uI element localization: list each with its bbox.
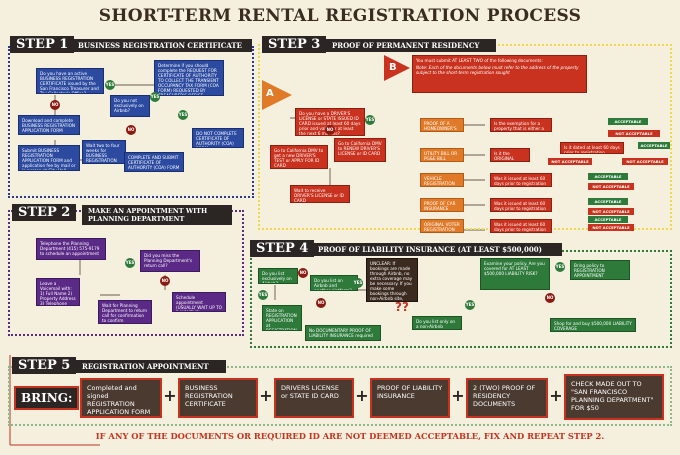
step1-label: STEP 1 bbox=[10, 36, 75, 53]
step4-no-circle-1: NO bbox=[298, 268, 308, 278]
step3-no-circle: NO bbox=[325, 125, 335, 135]
step3-note: Note: Each of the documents below must r… bbox=[416, 65, 579, 75]
step4-yes-circle-4: YES bbox=[555, 262, 565, 272]
bring-label: BRING: bbox=[14, 386, 80, 410]
step3-wait-license-box: Wait to receive DRIVER'S LICENSE or ID C… bbox=[290, 185, 350, 203]
step1-determine-box: Determine if you should complete the REQ… bbox=[154, 60, 224, 96]
bring-item-4: PROOF OF LIABILITY INSURANCE bbox=[370, 378, 450, 418]
not-acceptable-4: NOT ACCEPTABLE bbox=[588, 208, 634, 215]
step4-examine-box: Examine your policy. Are you covered for… bbox=[480, 258, 550, 290]
step4-no-circle-3: NO bbox=[545, 293, 555, 303]
acceptable-3: ACCEPTABLE bbox=[588, 173, 628, 180]
step3-a-label: A bbox=[266, 88, 274, 99]
bring-item-2: BUSINESS REGISTRATION CERTIFICATE bbox=[178, 378, 258, 418]
step4-no-circle-2: NO bbox=[316, 298, 326, 308]
step2-voicemail-box: Leave a Voicemail with: 1) Full Name 2) … bbox=[36, 278, 80, 306]
step4-label: STEP 4 bbox=[250, 240, 315, 257]
doc-box-4: PROOF OF CAR INSURANCE bbox=[420, 198, 464, 212]
step3-license-question: Do you have a DRIVER'S LICENSE or STATE … bbox=[295, 108, 365, 136]
step2-heading: MAKE AN APPOINTMENT WITH PLANNING DEPART… bbox=[82, 205, 232, 225]
step4-heading: PROOF OF LIABILITY INSURANCE (AT LEAST $… bbox=[312, 243, 562, 256]
step2-missed-box: Did you miss the Planning Department's r… bbox=[140, 250, 200, 272]
not-acceptable-1: NOT ACCEPTABLE bbox=[608, 130, 660, 137]
step4-q-non-airbnb-box: Do you list only on a non-Airbnb platfor… bbox=[412, 316, 462, 330]
step4-bring-policy-box: Bring policy to REGISTRATION APPOINTMENT bbox=[570, 260, 630, 280]
step3-heading: PROOF OF PERMANENT RESIDENCY bbox=[326, 39, 496, 52]
check-box-1: Is the exemption for a property that is … bbox=[490, 118, 552, 132]
step1-q-not-active-box: Do you not exclusively on Airbnb? bbox=[110, 95, 150, 117]
step1-submit-box: Submit BUSINESS REGISTRATION APPLICATION… bbox=[18, 145, 80, 171]
check-box-2b: Is it dated at least 60 days prior to re… bbox=[560, 142, 624, 154]
doc-box-2: UTILITY BILL OR PG&E BILL bbox=[420, 148, 464, 162]
footer-warning: IF ANY OF THE DOCUMENTS OR REQUIRED ID A… bbox=[95, 431, 605, 441]
acceptable-2: ACCEPTABLE bbox=[638, 142, 670, 149]
bring-text: BRING: bbox=[21, 391, 73, 405]
plus-2: + bbox=[259, 386, 273, 405]
step1-complete-coa-box: COMPLETE AND SUBMIT CERTIFICATE OF AUTHO… bbox=[124, 152, 184, 172]
step4-q-airbnb-box: Do you list exclusively on Airbnb? bbox=[258, 268, 298, 284]
step1-wait-box: Wait two to four weeks for BUSINESS REGI… bbox=[82, 140, 126, 164]
plus-1: + bbox=[163, 386, 177, 405]
bring-item-5: 2 (TWO) PROOF OF RESIDENCY DOCUMENTS bbox=[466, 378, 548, 418]
plus-3: + bbox=[355, 386, 369, 405]
not-acceptable-3: NOT ACCEPTABLE bbox=[588, 183, 634, 190]
not-acceptable-2b: NOT ACCEPTABLE bbox=[622, 158, 668, 165]
step1-no-circle-2: NO bbox=[126, 125, 136, 135]
plus-4: + bbox=[451, 386, 465, 405]
step1-heading: BUSINESS REGISTRATION CERTIFICATE bbox=[72, 39, 252, 52]
acceptable-5: ACCEPTABLE bbox=[588, 216, 628, 223]
step1-download-box: Download and complete BUSINESS REGISTRAT… bbox=[18, 115, 80, 135]
check-box-5: Was it issued at least 60 days prior to … bbox=[490, 219, 552, 233]
step1-yes-circle-3: YES bbox=[178, 110, 188, 120]
check-box-4: Was it issued at least 60 days prior to … bbox=[490, 198, 552, 212]
step2-telephone-box: Telephone the Planning Department (415) … bbox=[36, 238, 106, 260]
bring-item-1: Completed and signed REGISTRATION APPLIC… bbox=[80, 378, 162, 418]
doc-box-1: PROOF OF A HOMEOWNER'S TAX EXEMPTION bbox=[420, 118, 464, 132]
step4-question-mark: ?? bbox=[395, 300, 409, 314]
bring-item-6: CHECK MADE OUT TO "SAN FRANCISCO PLANNIN… bbox=[564, 374, 664, 420]
step3-b-label: B bbox=[389, 62, 397, 73]
check-box-3: Was it issued at least 60 days prior to … bbox=[490, 173, 552, 187]
acceptable-4: ACCEPTABLE bbox=[588, 198, 628, 205]
step2-label: STEP 2 bbox=[12, 204, 77, 221]
step4-unclear-box: UNCLEAR: If bookings are made through Ai… bbox=[366, 258, 418, 302]
not-acceptable-2: NOT ACCEPTABLE bbox=[548, 158, 592, 165]
step2-schedule-box: Schedule appointment (USUALLY WAIT UP TO… bbox=[172, 292, 226, 312]
bring-item-3: DRIVERS LICENSE or STATE ID CARD bbox=[274, 378, 354, 418]
step3-must-submit-box: You must submit AT LEAST TWO of the foll… bbox=[412, 55, 587, 93]
step2-no-circle: NO bbox=[160, 276, 170, 286]
page-title: SHORT-TERM RENTAL REGISTRATION PROCESS bbox=[98, 6, 582, 26]
step3-go-ca-box: Go to California DMV to get a new DRIVER… bbox=[270, 145, 328, 169]
step4-yes-circle-2: YES bbox=[353, 278, 363, 288]
step4-shop-box: Shop for and buy $500,000 LIABILITY COVE… bbox=[550, 318, 636, 332]
step4-no-doc-box: No DOCUMENTARY PROOF OF LIABILITY INSURA… bbox=[305, 325, 381, 341]
step2-yes-circle: YES bbox=[125, 258, 135, 268]
step2-wait-call-box: Wait for Planning Department to return c… bbox=[98, 300, 152, 324]
step3-label: STEP 3 bbox=[262, 36, 327, 53]
step3-must-submit: You must submit AT LEAST TWO of the foll… bbox=[416, 58, 543, 63]
step1-no-circle: NO bbox=[50, 100, 60, 110]
step5-label: STEP 5 bbox=[12, 357, 77, 374]
acceptable-1: ACCEPTABLE bbox=[608, 118, 648, 125]
step3-go-ca2-box: Go to California DMV to RENEW DRIVER'S L… bbox=[334, 138, 386, 162]
step4-q-other-box: Do you list on Airbnb and another platfo… bbox=[310, 275, 358, 291]
step1-no-complete-box: DO NOT COMPLETE CERTIFICATE OF AUTHORITY… bbox=[192, 128, 244, 148]
step5-frame bbox=[8, 366, 672, 426]
check-box-2: Is it the ORIGINAL mailed bill? bbox=[490, 148, 530, 162]
step4-state-box: State on REGISTRATION APPLICATION at REG… bbox=[262, 305, 302, 331]
plus-5: + bbox=[549, 386, 563, 405]
step4-yes-circle-1: YES bbox=[258, 290, 268, 300]
step1-yes-circle-2: YES bbox=[150, 92, 160, 102]
step4-yes-circle-3: YES bbox=[465, 300, 475, 310]
doc-box-3: VEHICLE REGISTRATION bbox=[420, 173, 464, 187]
step3-yes-circle: YES bbox=[365, 115, 375, 125]
doc-box-5: ORIGINAL VOTER REGISTRATION CARD OR VOTE… bbox=[420, 219, 464, 233]
step1-have-active-box: Do you have an active BUSINESS REGISTRAT… bbox=[36, 68, 104, 94]
step1-yes-circle: YES bbox=[105, 80, 115, 90]
not-acceptable-5: NOT ACCEPTABLE bbox=[588, 224, 634, 231]
step5-heading: REGISTRATION APPOINTMENT bbox=[76, 360, 226, 373]
